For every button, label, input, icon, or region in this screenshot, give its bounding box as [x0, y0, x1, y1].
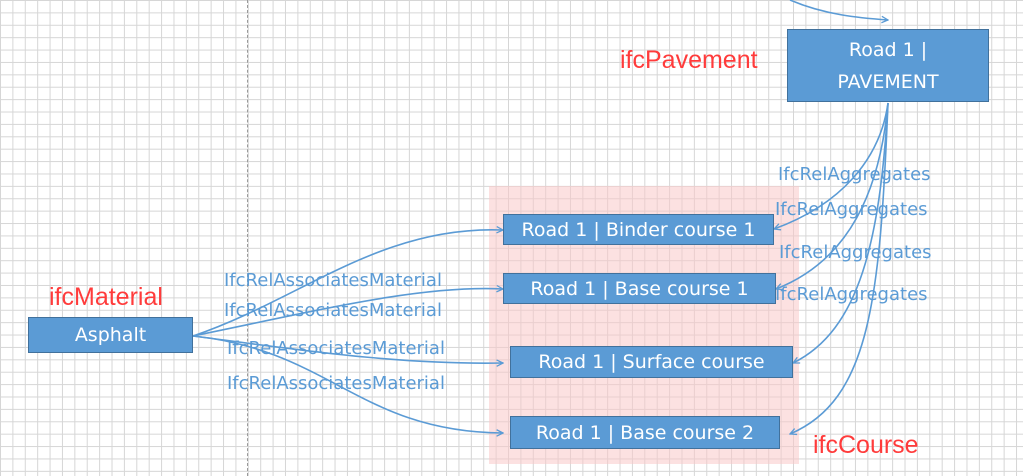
ifc-pavement-label: ifcPavement — [620, 46, 758, 74]
material-connector-binder — [192, 230, 503, 337]
aggregates-connector-surface — [793, 102, 889, 364]
pavement-node[interactable]: Road 1 | PAVEMENT — [787, 29, 989, 102]
binder-course-node[interactable]: Road 1 | Binder course 1 — [503, 214, 774, 245]
aggregates-connector-base1 — [776, 102, 889, 289]
material-label-2: IfcRelAssociatesMaterial — [224, 300, 442, 321]
material-label-4: IfcRelAssociatesMaterial — [227, 373, 445, 394]
material-label-3: IfcRelAssociatesMaterial — [227, 338, 445, 359]
aggregates-label-1: IfcRelAggregates — [778, 164, 931, 185]
base-course-1-node[interactable]: Road 1 | Base course 1 — [503, 273, 776, 304]
material-label-1: IfcRelAssociatesMaterial — [224, 270, 442, 291]
material-connector-surface — [192, 335, 503, 363]
vertical-guide-line — [247, 0, 248, 476]
aggregates-label-2: IfcRelAggregates — [775, 199, 928, 220]
aggregates-connector-base2 — [790, 102, 889, 434]
material-connector-base2 — [192, 335, 503, 433]
surface-course-node[interactable]: Road 1 | Surface course — [510, 346, 793, 378]
ifc-course-label: ifcCourse — [813, 431, 919, 459]
ifc-material-label: ifcMaterial — [49, 283, 163, 311]
aggregates-connector-binder — [774, 102, 889, 229]
incoming-connector — [789, 0, 888, 20]
material-connector-base1 — [192, 289, 503, 337]
base-course-2-node[interactable]: Road 1 | Base course 2 — [510, 416, 780, 449]
aggregates-label-4: IfcRelAggregates — [775, 284, 928, 305]
asphalt-node[interactable]: Asphalt — [28, 317, 193, 353]
aggregates-label-3: IfcRelAggregates — [779, 242, 932, 263]
